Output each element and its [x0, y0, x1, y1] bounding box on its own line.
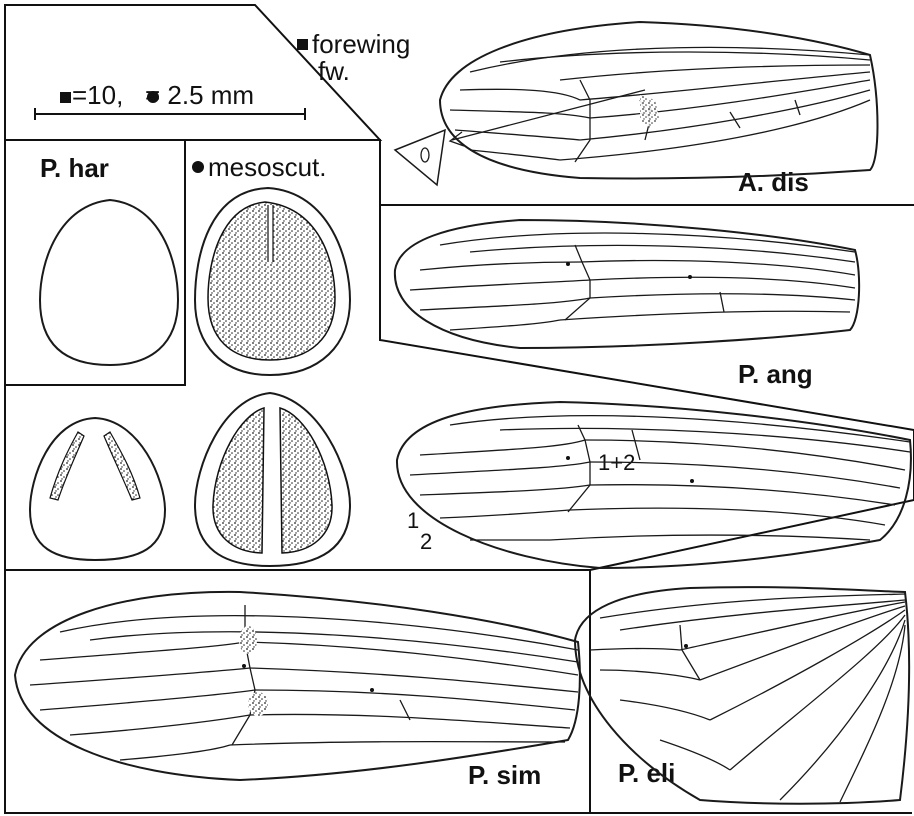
- mesoscutum-label: mesoscut.: [208, 152, 327, 182]
- mesoscutum-striped: [30, 418, 165, 560]
- panel-frames: [5, 5, 914, 813]
- wing-p-har: [397, 402, 911, 568]
- label-p-har: P. har: [40, 153, 109, 183]
- vein-label-2: 2: [420, 529, 432, 554]
- wing-a-dis: [440, 22, 878, 178]
- label-a-dis: A. dis: [738, 167, 809, 197]
- mesoscutum-shapes: [30, 188, 350, 566]
- mesoscutum-p-har: [40, 200, 178, 365]
- square-marker-icon: [297, 39, 308, 50]
- wing-p-sim: [15, 592, 580, 780]
- label-p-ang: P. ang: [738, 359, 813, 389]
- fw-abbrev-label: fw.: [318, 56, 350, 86]
- label-p-sim: P. sim: [468, 760, 541, 790]
- scale-text: =10, = 2.5 mm: [72, 80, 254, 110]
- forewing-label: forewing: [312, 29, 410, 59]
- wing-p-ang: [395, 220, 859, 348]
- vein-label-1: 1: [407, 508, 419, 533]
- scale-square-icon: [60, 92, 71, 103]
- outer-frame: [5, 5, 912, 813]
- dot-marker-icon: [192, 161, 204, 173]
